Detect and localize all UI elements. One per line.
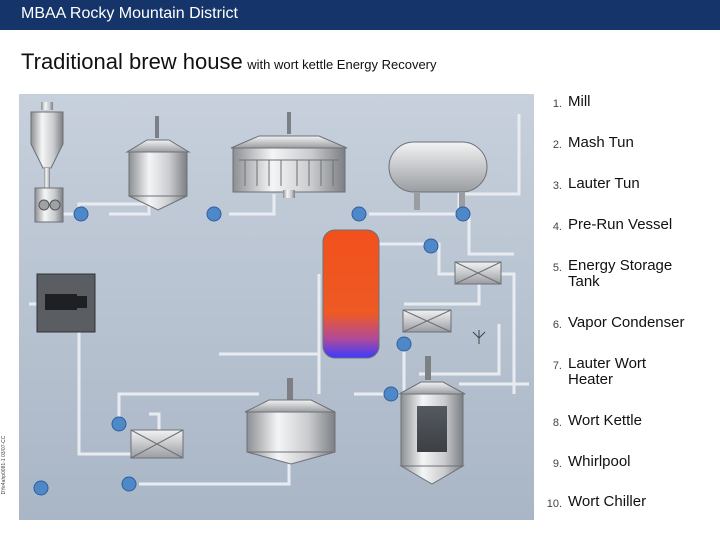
lauter-tun (230, 112, 348, 198)
header-title: MBAA Rocky Mountain District (21, 5, 238, 22)
whirlpool (244, 378, 336, 465)
legend-label: Energy Storage Tank (568, 257, 673, 290)
header-bar: MBAA Rocky Mountain District (0, 0, 720, 30)
legend-number: 8. (552, 417, 562, 429)
legend-number: 10. (546, 498, 562, 510)
legend-label: Mill (568, 93, 591, 110)
wort-kettle (398, 356, 466, 485)
pump-arrows (33, 206, 471, 496)
legend-number: 9. (552, 458, 562, 470)
mill (30, 102, 64, 223)
legend: 1. Mill 2. Mash Tun 3. Lauter Tun 4. Pre… (538, 0, 720, 540)
page-title: Traditional brew house with wort kettle … (21, 49, 437, 75)
legend-number: 3. (552, 180, 562, 192)
document-code: DYe4ahp0081-1 03/07-CC (1, 435, 7, 495)
legend-label: Mash Tun (568, 134, 634, 151)
wort-chiller (130, 429, 184, 459)
mash-tun (125, 116, 191, 211)
pump-inset-box (36, 273, 96, 333)
heat-exchanger-upper (454, 261, 502, 285)
legend-number: 5. (552, 262, 562, 274)
legend-label: Whirlpool (568, 453, 631, 470)
legend-label: Lauter Tun (568, 175, 640, 192)
legend-number: 7. (552, 360, 562, 372)
legend-label: Pre-Run Vessel (568, 216, 673, 233)
legend-label: Wort Kettle (568, 412, 642, 429)
legend-number: 6. (552, 319, 562, 331)
page-title-sub: with wort kettle Energy Recovery (247, 57, 437, 72)
legend-label: Wort Chiller (568, 493, 647, 510)
legend-number: 2. (552, 139, 562, 151)
legend-number: 1. (552, 98, 562, 110)
legend-label: Lauter Wort Heater (568, 355, 647, 388)
legend-number: 4. (552, 221, 562, 233)
energy-storage-tank (322, 229, 380, 359)
legend-label: Vapor Condenser (568, 314, 685, 331)
brewhouse-diagram (19, 94, 534, 520)
vapor-condenser-exchanger (402, 309, 486, 344)
page-title-main: Traditional brew house (21, 49, 243, 74)
pre-run-vessel (388, 141, 488, 210)
